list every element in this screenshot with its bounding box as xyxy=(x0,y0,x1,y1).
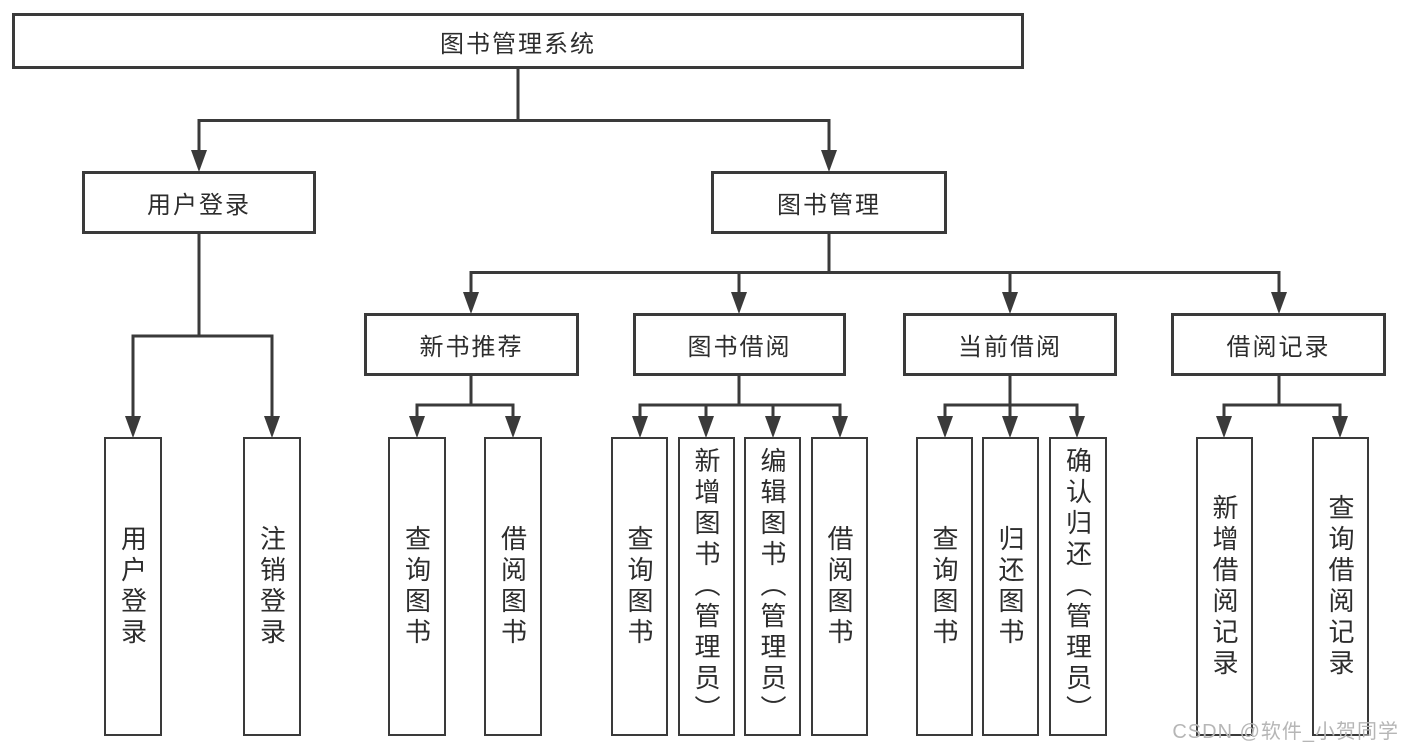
csdn-watermark: CSDN @软件_小贺同学 xyxy=(1172,721,1399,743)
node-book-borrow: 图书借阅 xyxy=(633,313,846,376)
leaf-newrec-query-book: 查询图书 xyxy=(388,437,446,736)
edge-borrow-records-to-leaves xyxy=(1216,376,1348,438)
edge-current-borrow-to-leaves xyxy=(937,376,1085,438)
leaf-borrow-add-book-admin: 新增图书（管理员） xyxy=(678,437,735,736)
leaf-current-return-book: 归还图书 xyxy=(982,437,1039,736)
edge-book-management-to-level3 xyxy=(463,234,1287,314)
node-root-system: 图书管理系统 xyxy=(12,13,1024,69)
leaf-user-login: 用户登录 xyxy=(104,437,162,736)
node-current-borrow: 当前借阅 xyxy=(903,313,1117,376)
leaf-current-query-book: 查询图书 xyxy=(916,437,973,736)
leaf-logout-login: 注销登录 xyxy=(243,437,301,736)
leaf-borrow-edit-book-admin: 编辑图书（管理员） xyxy=(744,437,801,736)
edge-root-to-level2 xyxy=(191,68,837,172)
leaf-borrow-borrow-book: 借阅图书 xyxy=(811,437,868,736)
leaf-records-query-record: 查询借阅记录 xyxy=(1312,437,1369,736)
node-new-book-recommend: 新书推荐 xyxy=(364,313,579,376)
leaf-current-confirm-return-admin: 确认归还（管理员） xyxy=(1049,437,1107,736)
leaf-borrow-query-book: 查询图书 xyxy=(611,437,668,736)
node-borrow-records: 借阅记录 xyxy=(1171,313,1386,376)
node-user-login: 用户登录 xyxy=(82,171,316,234)
node-book-management: 图书管理 xyxy=(711,171,947,234)
leaf-newrec-borrow-book: 借阅图书 xyxy=(484,437,542,736)
leaf-records-add-record: 新增借阅记录 xyxy=(1196,437,1253,736)
edge-user-login-to-leaves xyxy=(125,234,280,438)
edge-book-borrow-to-leaves xyxy=(632,376,848,438)
edge-new-book-recommend-to-leaves xyxy=(409,376,521,438)
